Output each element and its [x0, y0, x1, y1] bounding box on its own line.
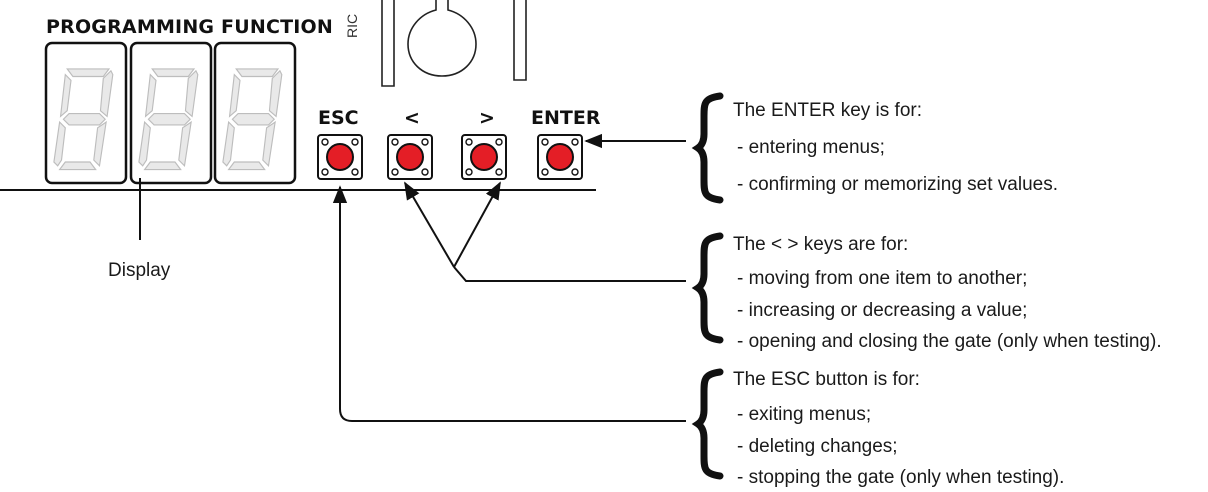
arrows-leader-line — [453, 266, 686, 282]
connector-device: RIC — [344, 0, 527, 87]
enter-note-item: - confirming or memorizing set values. — [737, 174, 1058, 195]
enter-brace — [698, 96, 720, 200]
enter-key-label: ENTER — [531, 107, 601, 129]
svg-text:8: 8 — [0, 0, 1, 1]
display-digit-3: 8 — [0, 0, 297, 185]
arrows-note-item: - moving from one item to another; — [737, 268, 1027, 289]
left-arrow — [404, 181, 455, 268]
display-label: Display — [108, 260, 171, 281]
esc-brace — [698, 372, 720, 476]
esc-note-item: - deleting changes; — [737, 436, 898, 457]
arrows-note-item: - opening and closing the gate (only whe… — [737, 331, 1162, 352]
left-key-label: < — [404, 107, 420, 129]
enter-note-item: - entering menus; — [737, 137, 885, 158]
esc-note-heading: The ESC button is for: — [733, 369, 920, 390]
esc-button[interactable] — [317, 134, 363, 180]
right-key-label: > — [479, 107, 495, 129]
enter-button[interactable] — [537, 134, 583, 180]
esc-leader-line — [332, 185, 686, 422]
ric-label: RIC — [344, 14, 360, 38]
right-arrow — [453, 181, 501, 268]
esc-note-item: - stopping the gate (only when testing). — [737, 467, 1064, 488]
arrows-note-item: - increasing or decreasing a value; — [737, 300, 1027, 321]
svg-text:8: 8 — [0, 0, 1, 1]
enter-note-heading: The ENTER key is for: — [733, 100, 922, 121]
arrows-brace — [698, 236, 720, 340]
right-button[interactable] — [461, 134, 507, 180]
display-digit-2: 8 — [0, 0, 213, 185]
left-button[interactable] — [387, 134, 433, 180]
esc-key-label: ESC — [318, 107, 359, 129]
svg-text:8: 8 — [0, 0, 1, 1]
arrows-note-heading: The < > keys are for: — [733, 234, 908, 255]
seven-segment-display: 8 8 8 — [0, 0, 297, 185]
display-digit-1: 8 — [0, 0, 128, 185]
esc-note-item: - exiting menus; — [737, 404, 871, 425]
panel-title: PROGRAMMING FUNCTION — [46, 16, 333, 38]
